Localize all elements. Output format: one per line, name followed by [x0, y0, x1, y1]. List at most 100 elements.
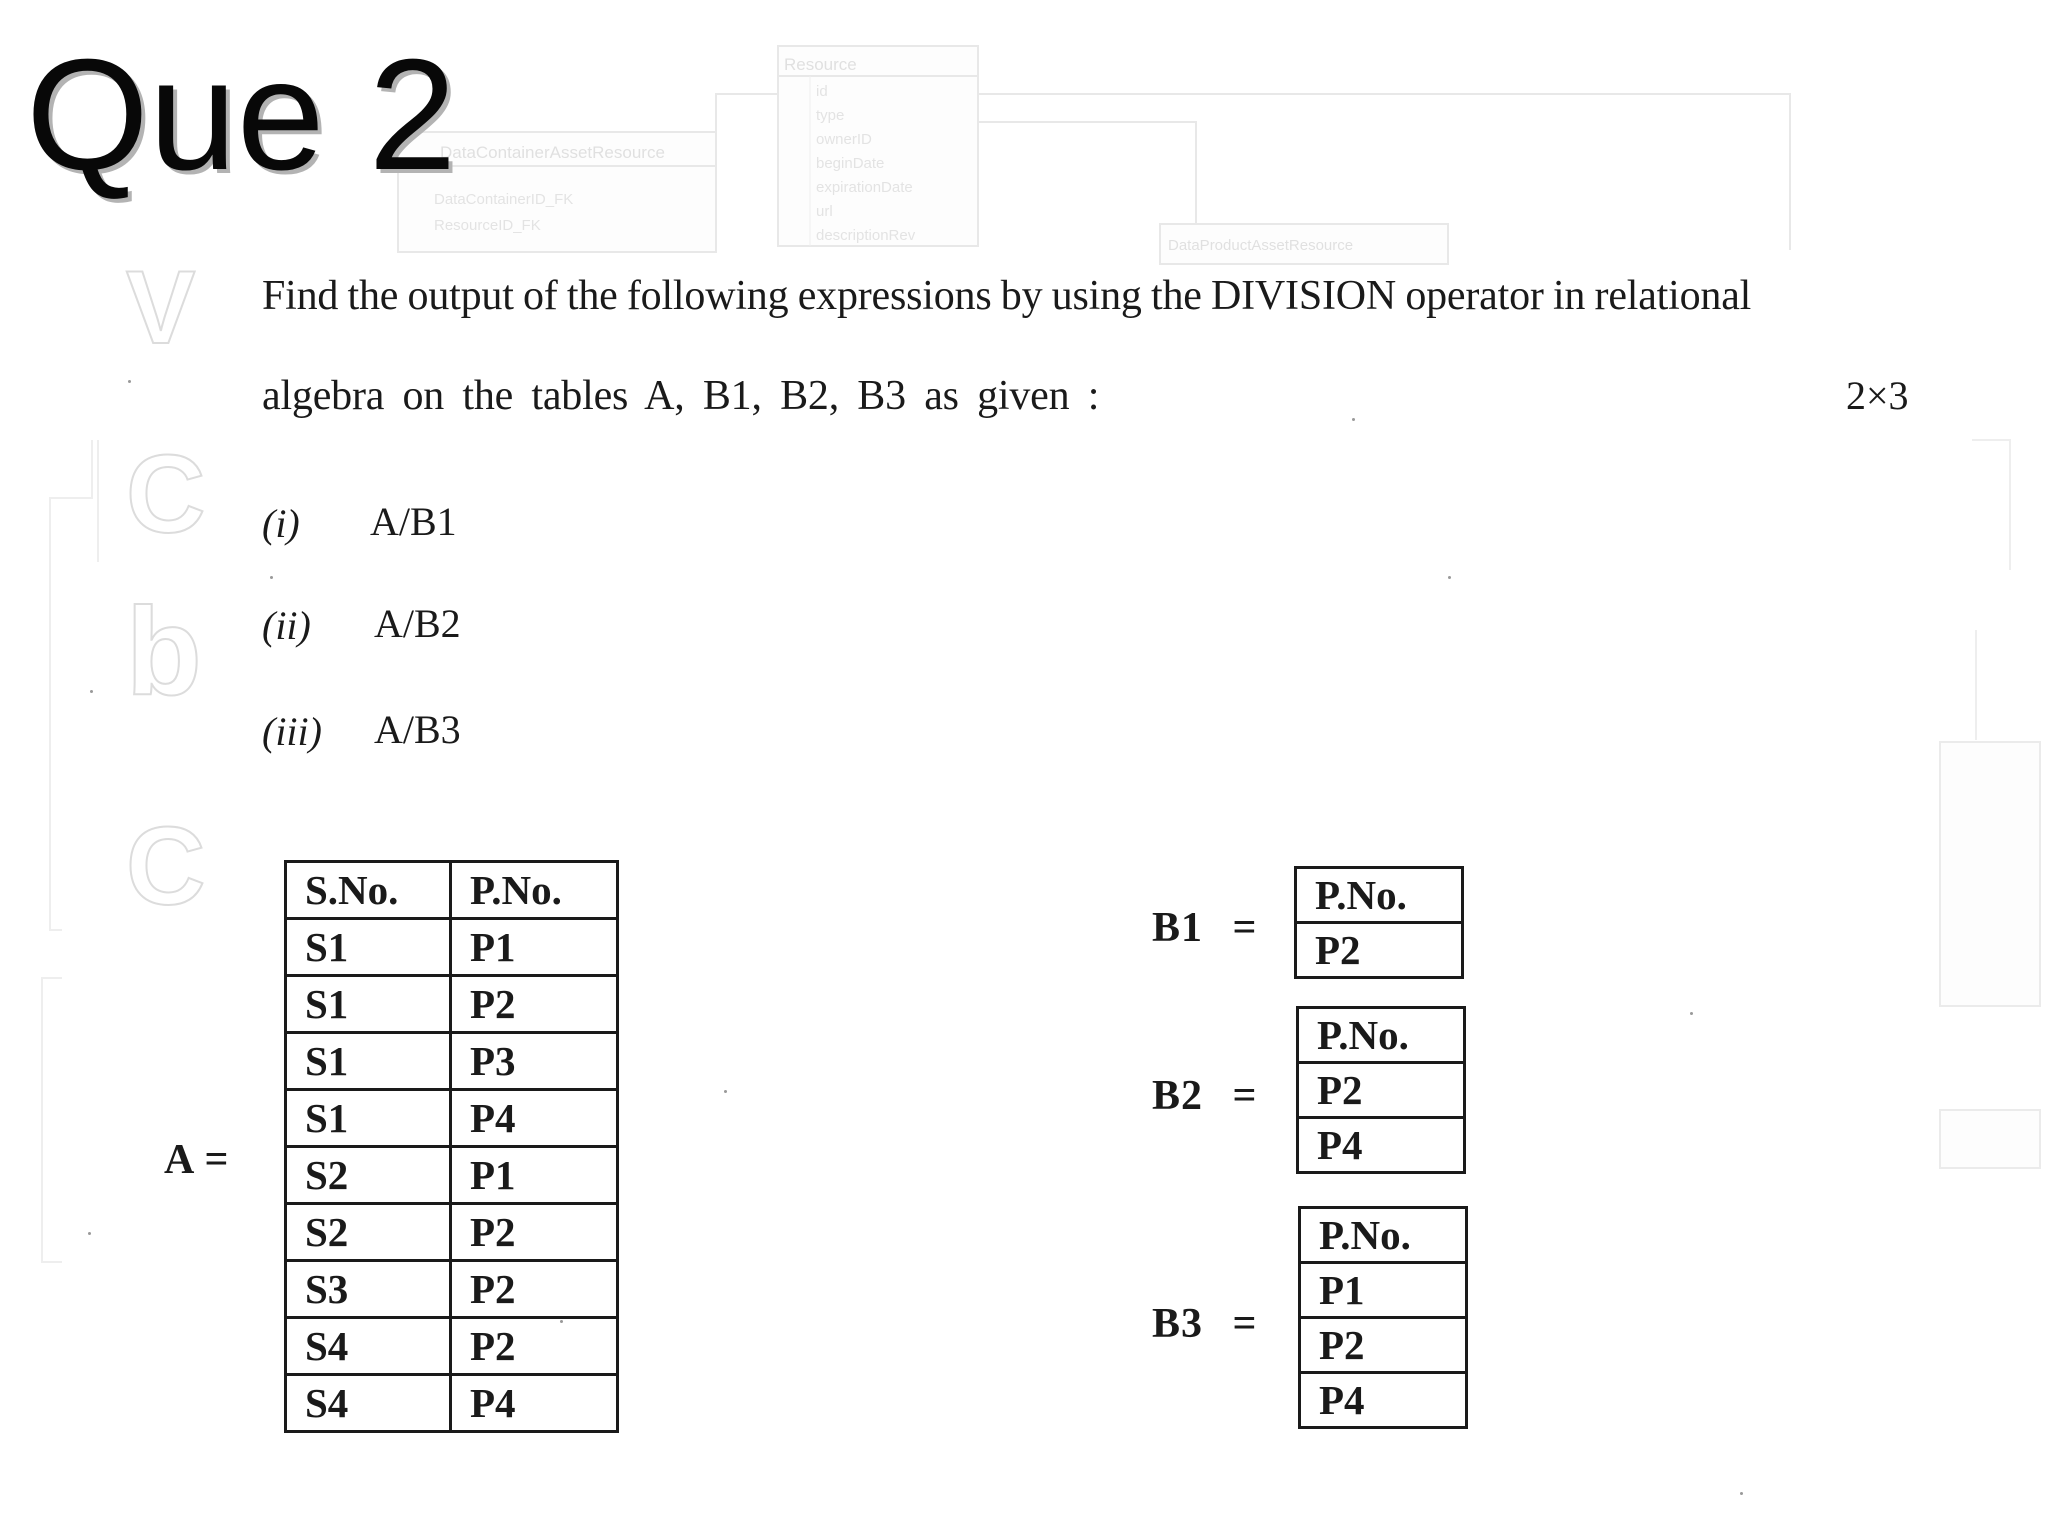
- bg-entity-field: DataContainerID_FK: [434, 191, 573, 208]
- table-a-cell-pno: P2: [449, 1202, 619, 1262]
- scan-speck: [90, 690, 93, 693]
- bg-entity-far-right: [1939, 741, 2041, 1007]
- table-b1-cell-pno: P2: [1294, 921, 1464, 979]
- bg-relation-line-2: [978, 93, 1791, 250]
- slide-title: Que 2: [26, 27, 457, 203]
- table-row: P2: [1296, 1061, 1466, 1119]
- table-a-cell-pno: P2: [449, 1259, 619, 1319]
- scan-speck: [1448, 576, 1451, 579]
- table-b3-label: B3 =: [1152, 1301, 1258, 1347]
- table-row: P4: [1298, 1371, 1468, 1429]
- table-a-cell-pno: P4: [449, 1088, 619, 1148]
- part-3-expression: A/B3: [374, 707, 461, 752]
- table-header-row: S.No. P.No.: [284, 860, 619, 920]
- table-row: P2: [1294, 921, 1464, 979]
- watermark-letter-3: b: [125, 583, 203, 721]
- scan-speck: [560, 1320, 563, 1323]
- bg-entity-field: ResourceID_FK: [434, 217, 541, 234]
- question-line-1: Find the output of the following express…: [262, 273, 1752, 319]
- bg-entity-resource: [777, 45, 979, 247]
- scan-speck: [128, 380, 131, 383]
- bg-entity-field: type: [816, 107, 844, 124]
- table-a-header-sno: S.No.: [284, 860, 452, 920]
- bg-entity-resource-title: Resource: [784, 55, 857, 74]
- bg-entity-field: url: [816, 203, 833, 220]
- part-2-expression: A/B2: [374, 601, 461, 646]
- bg-relation-line-3: [978, 121, 1197, 224]
- table-header-row: P.No.: [1294, 866, 1464, 924]
- bg-entity-resource-fields: id type ownerID beginDate expirationDate url d…: [816, 83, 916, 244]
- bg-relation-line-6: [41, 977, 62, 1263]
- table-a-header-pno: P.No.: [449, 860, 619, 920]
- table-b2-label: B2 =: [1152, 1073, 1258, 1119]
- table-a-cell-sno: S2: [284, 1202, 452, 1262]
- table-b3-cell-pno: P1: [1298, 1261, 1468, 1319]
- table-a-cell-pno: P2: [449, 1316, 619, 1376]
- table-b3-cell-pno: P4: [1298, 1371, 1468, 1429]
- bg-entity-field: beginDate: [816, 155, 884, 172]
- part-2-number: (ii): [262, 603, 311, 648]
- bg-entity-field: expirationDate: [816, 179, 913, 196]
- part-1-number: (i): [262, 501, 300, 546]
- table-a-label: A =: [164, 1137, 230, 1183]
- watermark-letter-4: C: [125, 805, 206, 928]
- part-3-number: (iii): [262, 709, 322, 754]
- table-a-cell-sno: S1: [284, 1031, 452, 1091]
- bg-entity-field: ownerID: [816, 131, 872, 148]
- scan-speck: [1740, 1492, 1743, 1495]
- table-b2-cell-pno: P2: [1296, 1061, 1466, 1119]
- scan-speck: [270, 576, 273, 579]
- scan-speck: [1352, 418, 1355, 421]
- table-row: P2: [1298, 1316, 1468, 1374]
- bg-entity-left: [397, 131, 717, 253]
- table-a-cell-sno: S2: [284, 1145, 452, 1205]
- table-a-cell-sno: S4: [284, 1373, 452, 1433]
- bg-entity-far-right-2: [1939, 1109, 2041, 1169]
- watermark-letter-1: V: [125, 250, 196, 366]
- part-1-expression: A/B1: [370, 499, 457, 544]
- bg-entity-field: descriptionRev: [816, 227, 916, 244]
- table-a-cell-sno: S1: [284, 974, 452, 1034]
- bg-relation-line-7: [1972, 439, 2011, 570]
- bg-entity-field: id: [816, 83, 828, 100]
- table-a-cell-pno: P3: [449, 1031, 619, 1091]
- table-b2-header: P.No.: [1296, 1006, 1466, 1064]
- table-a-cell-sno: S1: [284, 1088, 452, 1148]
- table-b1-label: B1 =: [1152, 905, 1258, 951]
- bg-entity-left-fields: DataContainerID_FK ResourceID_FK: [434, 191, 573, 234]
- bg-entity-right-title: DataProductAssetResource: [1168, 237, 1353, 254]
- relation-table-b1: P.No. P2: [1294, 866, 1464, 979]
- table-a-cell-sno: S1: [284, 917, 452, 977]
- table-b3-cell-pno: P2: [1298, 1316, 1468, 1374]
- table-header-row: P.No.: [1296, 1006, 1466, 1064]
- watermark-letter-2: C: [125, 433, 206, 556]
- table-b1-header: P.No.: [1294, 866, 1464, 924]
- table-a-cell-pno: P1: [449, 917, 619, 977]
- table-a-cell-sno: S4: [284, 1316, 452, 1376]
- scan-speck: [724, 1090, 727, 1093]
- table-b2-cell-pno: P4: [1296, 1116, 1466, 1174]
- table-a-cell-pno: P4: [449, 1373, 619, 1433]
- bg-relation-line-1: [715, 93, 778, 132]
- table-a-cell-pno: P2: [449, 974, 619, 1034]
- bg-entity-right: [1159, 223, 1449, 265]
- table-b3-header: P.No.: [1298, 1206, 1468, 1264]
- table-a-cell-pno: P1: [449, 1145, 619, 1205]
- scan-speck: [88, 1232, 91, 1235]
- bg-entity-left-title: DataContainerAssetResource: [440, 143, 665, 162]
- table-row: P1: [1298, 1261, 1468, 1319]
- question-line-2: algebra on the tables A, B1, B2, B3 as g…: [262, 373, 1100, 419]
- table-row: P4: [1296, 1116, 1466, 1174]
- question-marks: 2×3: [1846, 373, 1909, 418]
